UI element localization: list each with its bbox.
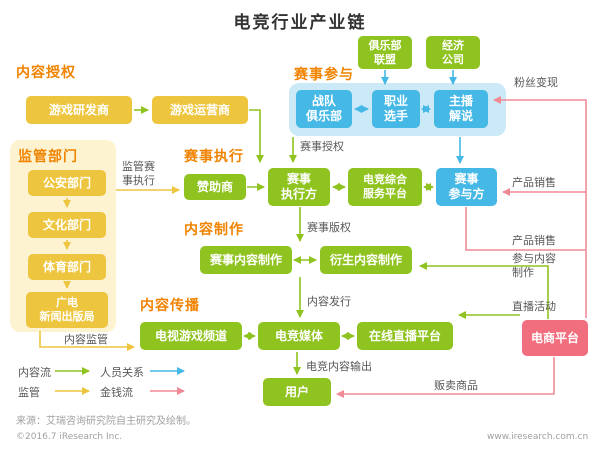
section-event-execution: 赛事执行 bbox=[184, 149, 244, 165]
legend-money-flow: 金钱流 bbox=[100, 386, 133, 399]
node-economic-company: 经济 公司 bbox=[426, 36, 480, 69]
section-regulators: 监管部门 bbox=[18, 149, 78, 165]
label-product-sales-mid: 产品销售 bbox=[512, 234, 556, 247]
node-pro-player: 职业 选手 bbox=[372, 90, 420, 128]
label-sell-goods: 贩卖商品 bbox=[434, 379, 478, 392]
label-live-activity: 直播活动 bbox=[512, 300, 556, 313]
node-user: 用户 bbox=[263, 378, 331, 406]
node-ecommerce-platform: 电商平台 bbox=[522, 320, 588, 356]
legend-content-flow: 内容流 bbox=[18, 366, 51, 379]
label-content-publishing: 内容发行 bbox=[307, 295, 351, 308]
label-participate-content-production: 参与内容 制作 bbox=[512, 252, 556, 279]
legend-supervision: 监管 bbox=[18, 386, 40, 399]
label-esports-content-output: 电竞内容输出 bbox=[306, 360, 372, 373]
node-sponsor: 赞助商 bbox=[184, 174, 246, 200]
node-public-security: 公安部门 bbox=[28, 170, 106, 196]
node-club-alliance: 俱乐部 联盟 bbox=[358, 36, 412, 69]
node-event-participant: 赛事 参与方 bbox=[436, 168, 497, 206]
node-derivative-content-production: 衍生内容制作 bbox=[320, 246, 412, 274]
section-content-distribution: 内容传播 bbox=[140, 298, 200, 314]
label-fan-monetization: 粉丝变现 bbox=[514, 76, 558, 89]
arrow-fan-monetization bbox=[493, 96, 587, 318]
node-game-operator: 游戏运营商 bbox=[152, 96, 248, 124]
footer-website: www.iresearch.com.cn bbox=[487, 432, 589, 442]
node-sapprft: 广电 新闻出版局 bbox=[26, 292, 108, 328]
section-content-license: 内容授权 bbox=[16, 65, 76, 81]
node-live-streaming-platform: 在线直播平台 bbox=[357, 322, 453, 350]
label-event-copyright: 赛事版权 bbox=[307, 221, 351, 234]
footer-copyright: ©2016.7 iResearch Inc. bbox=[16, 432, 123, 442]
node-event-executor: 赛事 执行方 bbox=[268, 168, 330, 206]
node-event-content-production: 赛事内容制作 bbox=[200, 246, 292, 274]
node-team-club: 战队 俱乐部 bbox=[296, 90, 352, 128]
label-content-supervision: 内容监管 bbox=[64, 333, 108, 346]
node-game-developer: 游戏研发商 bbox=[26, 96, 132, 124]
footer-source: 来源：艾瑞咨询研究院自主研究及绘制。 bbox=[16, 416, 196, 427]
section-content-production: 内容制作 bbox=[184, 222, 244, 238]
label-product-sales-top: 产品销售 bbox=[512, 176, 556, 189]
label-event-authorization: 赛事授权 bbox=[300, 140, 344, 153]
node-esports-media: 电竞媒体 bbox=[258, 322, 340, 350]
node-tv-game-channel: 电视游戏频道 bbox=[140, 322, 242, 350]
arrow-operator-to-execution bbox=[249, 109, 264, 163]
node-culture-dept: 文化部门 bbox=[28, 212, 106, 238]
node-sports-dept: 体育部门 bbox=[28, 254, 106, 280]
section-event-participation: 赛事参与 bbox=[294, 67, 354, 83]
page-title: 电竞行业产业链 bbox=[233, 13, 367, 33]
node-esports-service-platform: 电竞综合 服务平台 bbox=[348, 168, 422, 206]
label-supervise-event-execution: 监管赛 事执行 bbox=[122, 160, 155, 187]
node-anchor-commentator: 主播 解说 bbox=[434, 90, 488, 128]
legend-personnel-relation: 人员关系 bbox=[100, 366, 144, 379]
